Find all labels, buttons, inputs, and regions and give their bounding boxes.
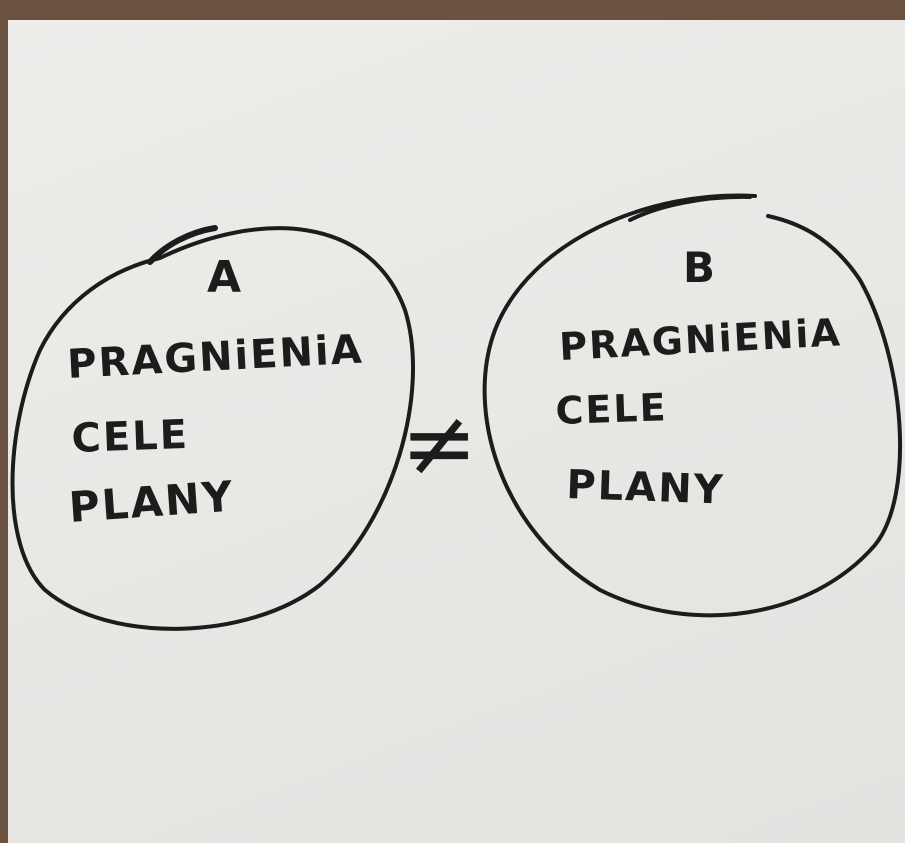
right-circle: B PRAGNiENiA CELE PLANY — [482, 193, 903, 618]
left-circle: A PRAGNiENiA CELE PLANY — [10, 225, 415, 631]
left-circle-letter: A — [207, 252, 243, 303]
not-equal-symbol: ≠ — [400, 390, 479, 497]
right-circle-outline — [482, 193, 903, 618]
left-circle-line-1: PRAGNiENiA — [66, 327, 365, 388]
paper-sheet — [8, 20, 905, 843]
right-circle-line-2: CELE — [555, 385, 668, 433]
left-circle-overlap-stroke — [147, 225, 218, 265]
left-circle-line-3: PLANY — [67, 472, 236, 532]
right-circle-letter: B — [683, 243, 717, 292]
right-circle-tail-stroke — [628, 194, 752, 222]
left-circle-line-2: CELE — [71, 412, 190, 462]
right-circle-line-3: PLANY — [566, 462, 726, 513]
left-circle-outline — [10, 226, 415, 631]
right-circle-line-1: PRAGNiENiA — [558, 310, 843, 369]
